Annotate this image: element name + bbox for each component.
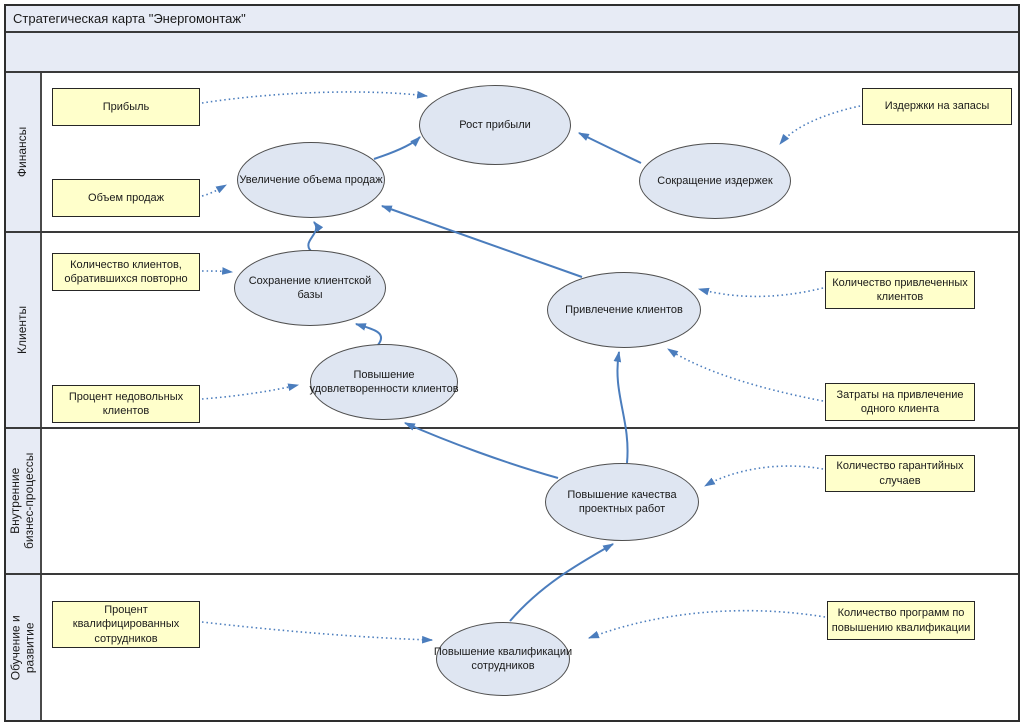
ellipse-project-quality-label: Повышение качества проектных работ bbox=[567, 488, 677, 515]
kpi-inventory-costs-label: Издержки на запасы bbox=[884, 100, 990, 113]
ellipse-sales-increase[interactable]: Увеличение объема продаж bbox=[237, 142, 385, 218]
diagram-title-bar: Стратегическая карта "Энергомонтаж" bbox=[6, 6, 1018, 33]
kpi-training-programs[interactable]: Количество программ по повышению квалифи… bbox=[827, 601, 975, 640]
kpi-repeat-clients[interactable]: Количество клиентов, обратившихся повтор… bbox=[52, 253, 200, 291]
row-label-learning: Обучение и развитие bbox=[6, 575, 42, 720]
kpi-profit-label: Прибыль bbox=[102, 100, 150, 113]
kpi-sales-volume-label: Объем продаж bbox=[88, 191, 164, 204]
ellipse-project-quality[interactable]: Повышение качества проектных работ bbox=[545, 463, 699, 541]
ellipse-cost-reduction-label: Сокращение издержек bbox=[657, 174, 773, 187]
diagram-title: Стратегическая карта "Энергомонтаж" bbox=[13, 11, 246, 26]
ellipse-cost-reduction[interactable]: Сокращение издержек bbox=[639, 143, 791, 219]
kpi-profit[interactable]: Прибыль bbox=[52, 88, 200, 126]
ellipse-client-retention-label: Сохранение клиентской базы bbox=[248, 274, 372, 301]
row-label-learning-text: Обучение и развитие bbox=[8, 615, 36, 680]
ellipse-client-retention[interactable]: Сохранение клиентской базы bbox=[234, 250, 386, 326]
ellipse-staff-qualification-label: Повышение квалификации сотрудников bbox=[433, 645, 573, 672]
row-processes: Внутренние бизнес-процессы bbox=[6, 429, 1018, 575]
kpi-attracted-clients-label: Количество привлеченных клиентов bbox=[832, 276, 968, 303]
kpi-attraction-cost-label: Затраты на привлечение одного клиента bbox=[836, 388, 964, 415]
ellipse-profit-growth-label: Рост прибыли bbox=[459, 118, 531, 131]
kpi-warranty-cases[interactable]: Количество гарантийных случаев bbox=[825, 455, 975, 492]
kpi-attraction-cost[interactable]: Затраты на привлечение одного клиента bbox=[825, 383, 975, 421]
ellipse-profit-growth[interactable]: Рост прибыли bbox=[419, 85, 571, 165]
kpi-repeat-clients-label: Количество клиентов, обратившихся повтор… bbox=[64, 258, 188, 285]
row-label-processes: Внутренние бизнес-процессы bbox=[6, 429, 42, 573]
row-label-finance-text: Финансы bbox=[15, 126, 30, 178]
row-label-clients-text: Клиенты bbox=[15, 305, 30, 355]
diagram-subheader-bar bbox=[6, 33, 1018, 73]
kpi-qualified-staff[interactable]: Процент квалифицированных сотрудников bbox=[52, 601, 200, 648]
row-label-clients: Клиенты bbox=[6, 233, 42, 427]
kpi-sales-volume[interactable]: Объем продаж bbox=[52, 179, 200, 217]
kpi-qualified-staff-label: Процент квалифицированных сотрудников bbox=[72, 604, 180, 645]
ellipse-client-attraction[interactable]: Привлечение клиентов bbox=[547, 272, 701, 348]
kpi-unhappy-clients-label: Процент недовольных клиентов bbox=[68, 390, 184, 417]
ellipse-satisfaction[interactable]: Повышение удовлетворенности клиентов bbox=[309, 344, 459, 420]
row-label-processes-text: Внутренние бизнес-процессы bbox=[8, 452, 36, 550]
kpi-attracted-clients[interactable]: Количество привлеченных клиентов bbox=[825, 271, 975, 309]
kpi-inventory-costs[interactable]: Издержки на запасы bbox=[862, 88, 1012, 125]
ellipse-client-attraction-label: Привлечение клиентов bbox=[565, 303, 683, 316]
row-learning: Обучение и развитие bbox=[6, 575, 1018, 720]
kpi-warranty-cases-label: Количество гарантийных случаев bbox=[836, 460, 964, 487]
kpi-unhappy-clients[interactable]: Процент недовольных клиентов bbox=[52, 385, 200, 423]
row-label-finance: Финансы bbox=[6, 73, 42, 231]
kpi-training-programs-label: Количество программ по повышению квалифи… bbox=[831, 607, 971, 634]
ellipse-sales-increase-label: Увеличение объема продаж bbox=[239, 173, 383, 186]
ellipse-satisfaction-label: Повышение удовлетворенности клиентов bbox=[309, 368, 459, 395]
ellipse-staff-qualification[interactable]: Повышение квалификации сотрудников bbox=[433, 622, 573, 696]
